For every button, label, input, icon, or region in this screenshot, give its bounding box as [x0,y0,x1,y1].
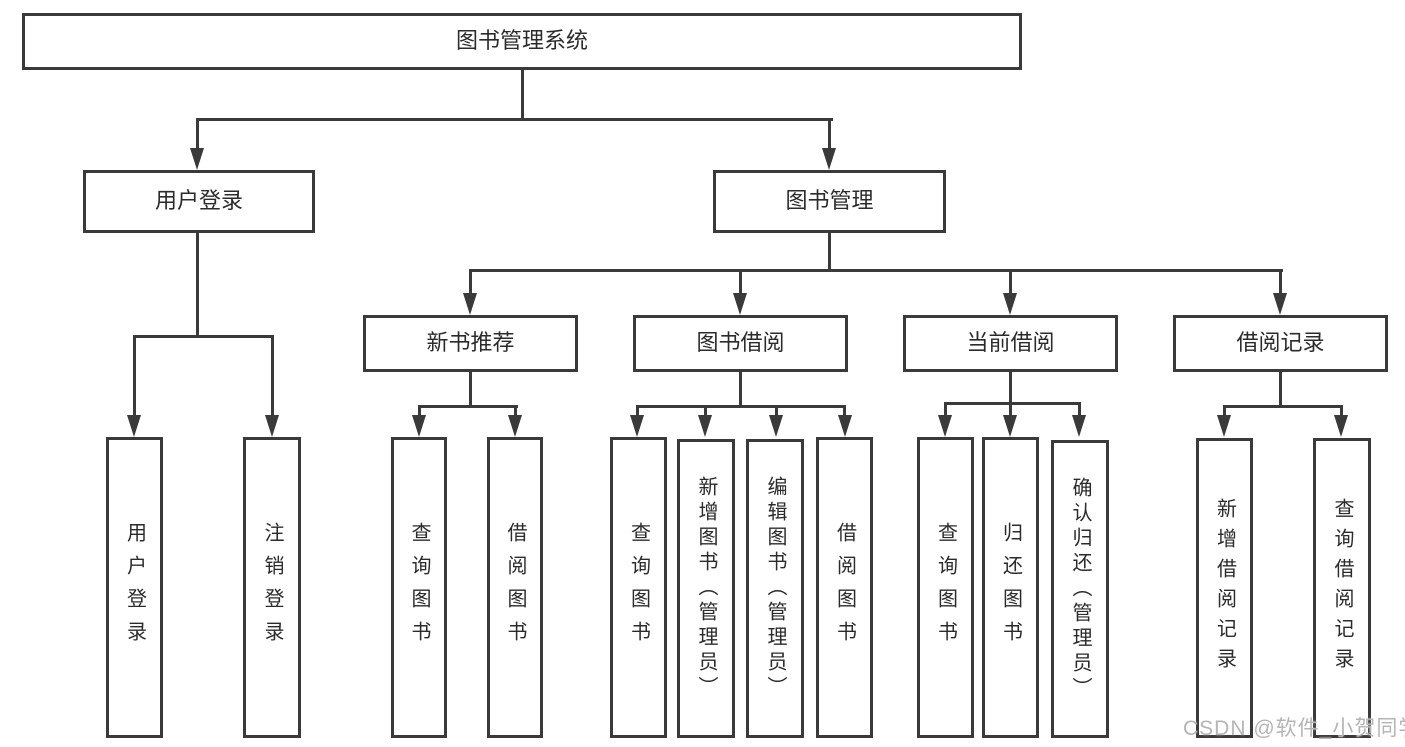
leaf-label: 查询图书 [408,521,430,654]
leaf-label: 查询借阅记录 [1331,498,1353,678]
connector-line [1223,405,1343,408]
connector-line [1340,405,1343,417]
connector-line [196,118,833,121]
leaf-return-books: 归还图书 [982,437,1039,738]
arrowhead-down-icon [838,415,852,437]
arrowhead-down-icon [508,415,522,437]
connector-line [944,402,947,416]
node-borrowing-records: 借阅记录 [1173,315,1388,372]
connector-line [828,118,831,152]
arrowhead-down-icon [733,293,747,315]
connector-line [133,335,274,338]
leaf-query-books: 查询图书 [391,437,447,738]
node-label: 用户登录 [154,188,243,214]
node-label: 图书借阅 [696,330,785,356]
connector-line [514,405,517,417]
arrowhead-down-icon [1003,415,1017,437]
leaf-borrow-books: 借阅图书 [816,437,873,738]
leaf-user-login: 用户登录 [106,437,163,738]
leaf-label: 查询图书 [627,521,650,654]
connector-line [1223,405,1226,417]
connector-line [704,405,707,417]
leaf-query-borrow-record: 查询借阅记录 [1313,438,1371,738]
arrowhead-down-icon [1273,293,1287,315]
arrowhead-down-icon [630,415,644,437]
arrowhead-down-icon [698,415,712,437]
connector-line [418,405,421,417]
node-book-borrowing: 图书借阅 [633,315,848,372]
connector-line [775,405,778,417]
connector-line [636,405,639,417]
leaf-label: 查询图书 [934,521,957,654]
arrowhead-down-icon [1334,415,1348,437]
connector-line [469,269,1283,272]
connector-line [469,269,472,295]
arrowhead-down-icon [1217,415,1231,437]
leaf-query-books: 查询图书 [610,437,667,738]
connector-line [271,335,274,417]
node-label: 新书推荐 [426,330,515,356]
csdn-watermark: CSDN @软件_小贺同学 [1183,717,1405,740]
connector-line [1009,372,1012,404]
leaf-label: 借阅图书 [504,521,526,654]
leaf-label: 新增图书（管理员） [695,476,717,701]
connector-line [944,402,1081,405]
node-book-management: 图书管理 [713,170,946,233]
connector-line [469,372,472,407]
connector-line [196,233,199,337]
arrowhead-down-icon [412,415,426,437]
leaf-add-book-admin: 新增图书（管理员） [677,439,735,738]
connector-line [1078,402,1081,416]
connector-line [1279,269,1282,295]
leaf-borrow-books: 借阅图书 [487,437,543,738]
connector-line [739,269,742,295]
leaf-label: 确认归还（管理员） [1069,476,1091,702]
connector-line [843,405,846,417]
leaf-add-borrow-record: 新增借阅记录 [1196,438,1253,738]
connector-line [418,405,518,408]
arrowhead-down-icon [938,415,952,437]
node-current-borrowing: 当前借阅 [903,315,1118,372]
connector-line [739,372,742,407]
connector-line [1279,372,1282,407]
node-label: 图书管理 [785,188,874,214]
arrowhead-down-icon [769,415,783,437]
connector-line [636,405,846,408]
node-label: 当前借阅 [966,330,1055,356]
leaf-label: 编辑图书（管理员） [764,476,786,701]
node-user-login: 用户登录 [83,170,315,233]
connector-line [828,233,831,272]
node-label: 借阅记录 [1236,330,1325,356]
arrowhead-down-icon [463,293,477,315]
connector-line [196,118,199,152]
node-new-book-recommend: 新书推荐 [363,315,578,372]
arrowhead-down-icon [265,415,279,437]
leaf-label: 注销登录 [261,521,283,654]
leaf-label: 用户登录 [123,521,146,654]
arrowhead-down-icon [1003,293,1017,315]
leaf-label: 新增借阅记录 [1213,498,1236,678]
leaf-confirm-return-admin: 确认归还（管理员） [1051,440,1109,738]
arrowhead-down-icon [1072,415,1086,437]
node-root: 图书管理系统 [22,13,1022,70]
leaf-query-books: 查询图书 [917,437,974,738]
arrowhead-down-icon [190,148,204,170]
connector-line [133,335,136,417]
leaf-edit-book-admin: 编辑图书（管理员） [746,439,804,738]
connector-line [1009,269,1012,295]
node-root-label: 图书管理系统 [455,28,588,54]
leaf-label: 借阅图书 [833,521,856,654]
connector-line [521,70,524,120]
leaf-label: 归还图书 [999,521,1022,654]
leaf-logout: 注销登录 [243,437,301,738]
connector-line [1009,402,1012,416]
arrowhead-down-icon [127,415,141,437]
arrowhead-down-icon [822,148,836,170]
